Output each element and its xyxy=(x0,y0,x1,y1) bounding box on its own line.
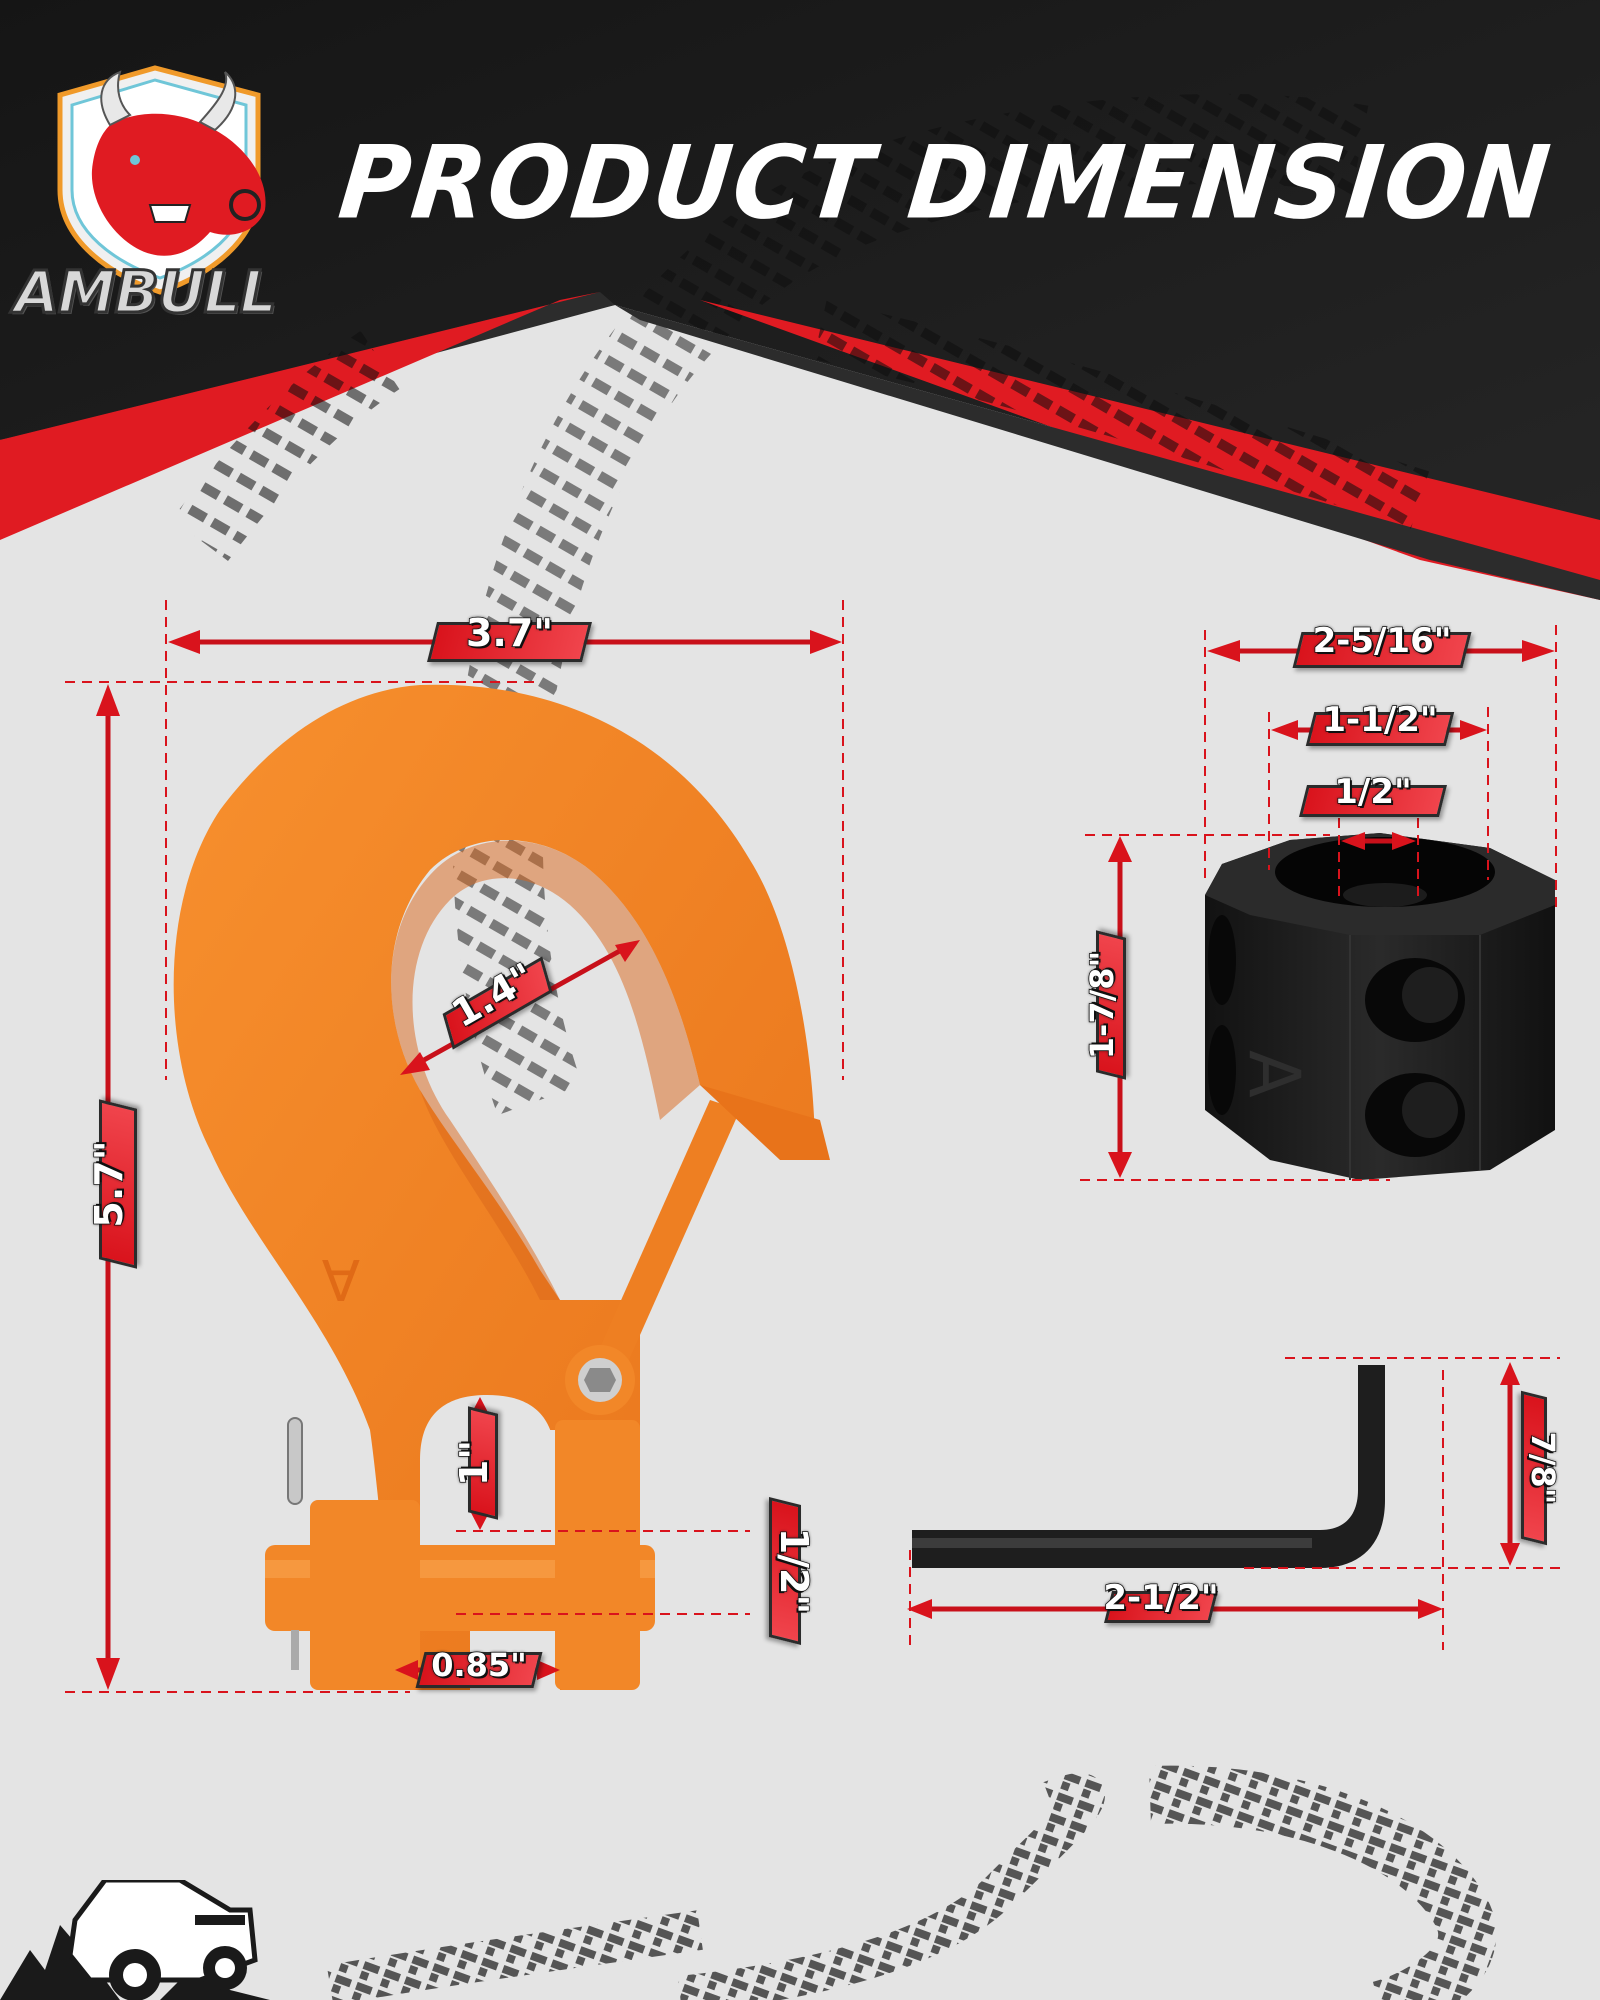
cable-stopper-image: A xyxy=(1205,833,1555,1180)
dim-hook-clevis-width: 0.85" xyxy=(415,1645,543,1688)
dim-hexkey-long-arm: 2-1/2" xyxy=(1103,1577,1219,1623)
dim-stopper-outer-width: 2-5/16" xyxy=(1292,620,1472,668)
brand-logo-text: AMBULL xyxy=(13,257,279,328)
offroad-truck-mountain-icon xyxy=(0,1880,270,2000)
dim-hook-width: 3.7" xyxy=(427,610,592,662)
bull-shield-logo-icon xyxy=(57,65,266,295)
dim-stopper-height: 1-7/8" xyxy=(1082,930,1126,1080)
page-title: PRODUCT DIMENSION xyxy=(333,124,1557,242)
clevis-hook-image: A xyxy=(173,684,830,1690)
dim-stopper-bore: 1/2" xyxy=(1299,771,1447,817)
dim-hook-pin-diameter: 1/2" xyxy=(769,1497,817,1645)
dim-hook-height: 5.7" xyxy=(86,1099,137,1269)
dim-hexkey-short-arm: 7/8" xyxy=(1521,1390,1563,1546)
svg-text:A: A xyxy=(1233,1050,1315,1098)
dim-stopper-inner-width: 1-1/2" xyxy=(1305,699,1455,746)
svg-text:A: A xyxy=(322,1246,360,1311)
hex-key-image xyxy=(912,1365,1385,1568)
dim-hook-clevis-opening: 1" xyxy=(451,1406,498,1520)
